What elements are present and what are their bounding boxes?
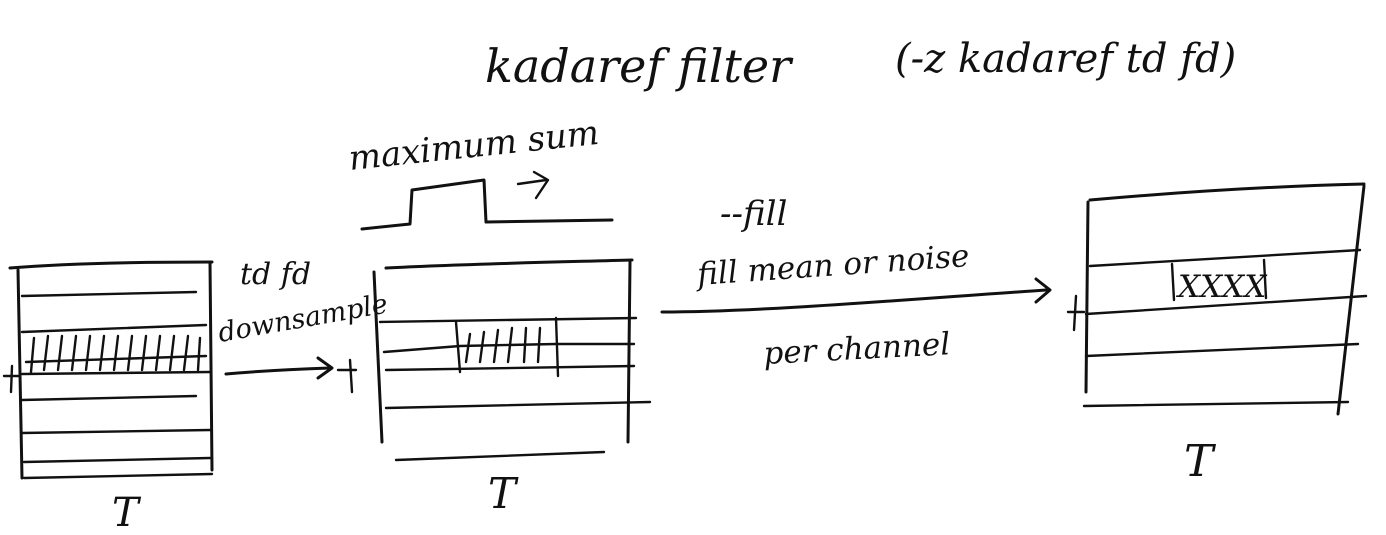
panel1-channel-line-7: [22, 456, 212, 464]
panel-downsampled: maximum sum f T: [336, 113, 652, 518]
window-slide-arrow: [516, 170, 550, 200]
panel3-channel-line-3: [1084, 342, 1360, 358]
panel2-axis-tick: [336, 358, 358, 394]
panel2-channel-line-4: [384, 400, 652, 410]
panel1-hatching: [29, 334, 202, 374]
panel1-channel-line-5: [20, 394, 198, 402]
panel3-left-edge: [1084, 200, 1090, 394]
panel1-bottom-edge: [22, 472, 214, 480]
panel1-axis-tick: [2, 364, 22, 394]
panel2-channel-line-1: [378, 316, 638, 324]
panel1-channel-line-1: [20, 290, 198, 298]
panel3-axis-tick: [1066, 294, 1086, 332]
panel3-fill-marks: XXXX: [1176, 269, 1268, 305]
panel3-channel-line-2: [1084, 294, 1368, 316]
max-sum-window-pulse: [360, 178, 614, 231]
diagram-title: kadaref filter: [485, 39, 794, 93]
arrow1-shaft: [224, 366, 332, 376]
arrow2-label-fill-mode: fill mean or noise: [694, 238, 970, 293]
panel3-top-edge: [1088, 182, 1366, 202]
panel1-channel-line-2: [20, 323, 208, 334]
panel2-left-edge: [372, 270, 384, 444]
arrow2-label-per-channel: per channel: [763, 326, 952, 372]
arrow2-label-fill-flag: --fill: [720, 194, 787, 234]
panel1-top-edge: [8, 260, 214, 270]
panel2-bottom-line: [394, 450, 606, 462]
panel3-t-label: T: [1184, 436, 1217, 487]
panel1-t-label: T: [112, 490, 142, 535]
panel1-right-edge: [208, 260, 214, 472]
panel3-bottom-line: [1082, 400, 1350, 408]
panel1-channel-line-6: [20, 428, 212, 435]
panel3-fill-bounds: [1170, 258, 1268, 302]
arrow1-label-downsample: downsample: [216, 289, 390, 349]
panel3-right-edge: [1336, 184, 1366, 416]
arrow2-head: [1034, 277, 1052, 304]
arrow1-label-params: td fd: [240, 257, 311, 292]
panel2-t-label: T: [488, 469, 519, 518]
panel2-channel-line-2: [382, 342, 636, 354]
command-text: (-z kadaref td fd): [895, 36, 1236, 82]
max-sum-label: maximum sum: [347, 113, 601, 179]
panel-filled: XXXX f T: [1066, 182, 1368, 487]
panel2-hatching: [454, 316, 560, 378]
panel2-channel-line-3: [384, 364, 636, 372]
panel3-channel-line-1: [1088, 248, 1362, 268]
arrow2-shaft: [660, 288, 1048, 314]
arrow1-head: [316, 356, 334, 380]
panel2-right-edge: [626, 260, 632, 444]
panel1-channel-line-4: [20, 370, 212, 376]
panel2-top-edge: [384, 258, 634, 270]
panel-original: f T: [2, 260, 214, 535]
panel1-left-edge: [16, 268, 24, 480]
